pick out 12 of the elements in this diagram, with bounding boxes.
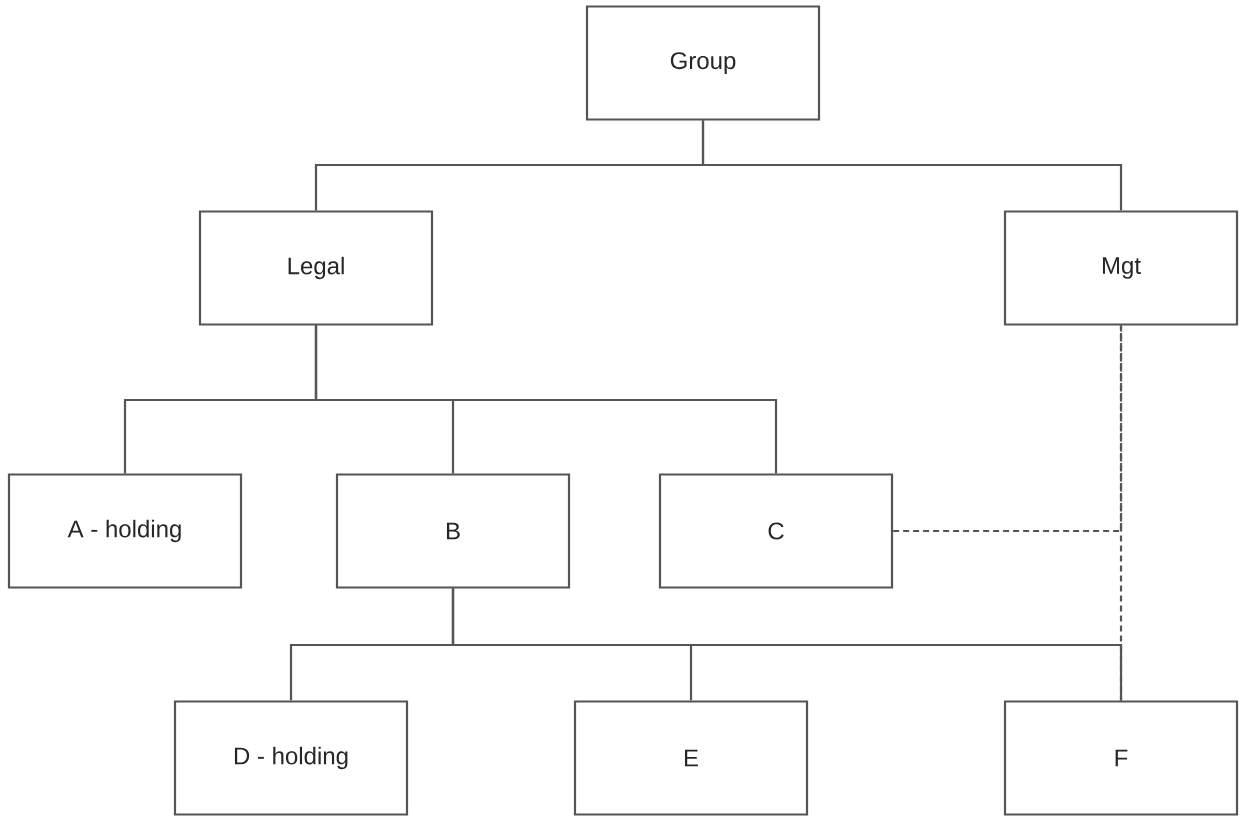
connector-line bbox=[893, 325, 1123, 533]
org-box: Group bbox=[585, 5, 821, 121]
org-box: D - holding bbox=[173, 700, 409, 816]
org-box: F bbox=[1003, 700, 1239, 816]
org-box: A - holding bbox=[7, 473, 243, 589]
connector-line bbox=[314, 325, 778, 474]
org-box: Legal bbox=[198, 210, 434, 326]
org-box: B bbox=[335, 473, 571, 589]
org-box: C bbox=[658, 473, 894, 589]
connector-line bbox=[701, 120, 1123, 211]
org-box: Mgt bbox=[1003, 210, 1239, 326]
org-box: E bbox=[573, 700, 809, 816]
